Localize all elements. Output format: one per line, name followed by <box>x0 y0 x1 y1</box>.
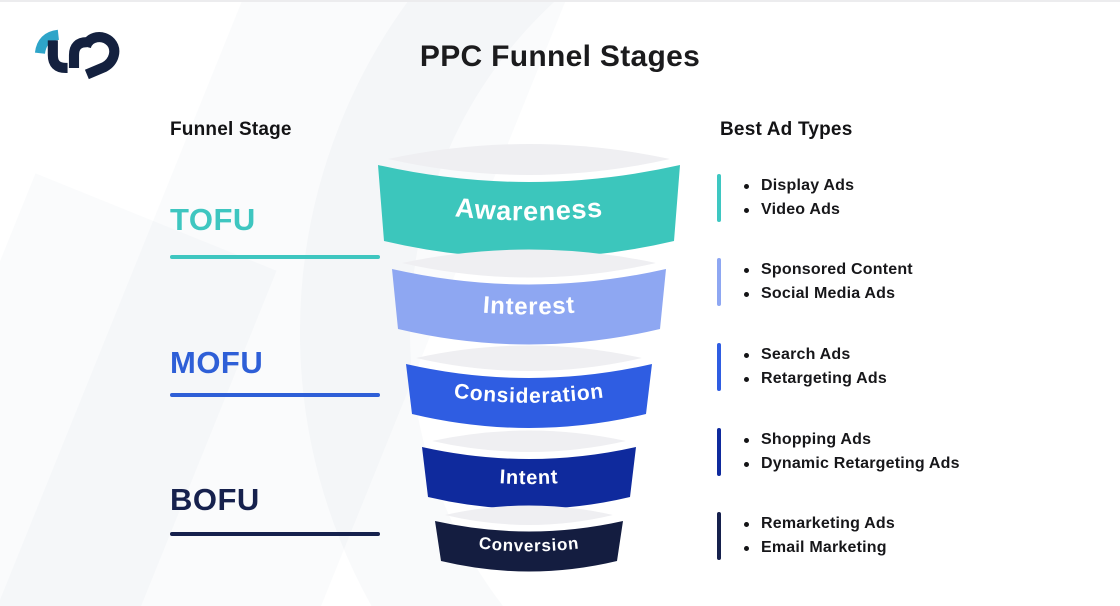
accent-bar <box>717 343 721 391</box>
list-item: Video Ads <box>744 198 854 222</box>
stage-top-lens <box>388 144 670 175</box>
bofu-underline <box>170 532 380 536</box>
stage-label: Interest <box>482 292 576 321</box>
ad-type-label: Search Ads <box>761 346 851 363</box>
list-item: Email Marketing <box>744 536 895 560</box>
bullet-icon <box>744 545 749 551</box>
funnel-stage-column-header: Funnel Stage <box>170 119 292 140</box>
logo-t-stroke <box>47 40 68 74</box>
stage-label: Intent <box>499 466 559 489</box>
tofu-underline <box>170 255 380 259</box>
list-item: Display Ads <box>744 174 854 198</box>
ad-type-label: Dynamic Retargeting Ads <box>761 455 960 472</box>
bullet-icon <box>744 207 749 213</box>
bullet-icon <box>744 376 749 382</box>
bullet-icon <box>744 267 749 273</box>
ad-type-label: Email Marketing <box>761 539 887 556</box>
ad-type-label: Shopping Ads <box>761 431 872 448</box>
bullet-icon <box>744 183 749 189</box>
ad-type-label: Remarketing Ads <box>761 515 895 532</box>
funnel-stage-intent: Intent <box>422 430 636 509</box>
list-item: Search Ads <box>744 343 887 367</box>
accent-bar <box>717 174 721 222</box>
stage-band <box>392 269 666 345</box>
ad-group-interest: Sponsored Content Social Media Ads <box>717 258 913 306</box>
bullet-icon <box>744 521 749 527</box>
funnel-stage-interest: Interest <box>392 249 666 345</box>
tro-logo <box>34 29 120 80</box>
ad-group-bofu-conversion: Remarketing Ads Email Marketing <box>717 512 895 560</box>
stage-top-lens <box>402 249 656 278</box>
funnel-stage-consideration: Consideration <box>406 345 652 428</box>
list-item: Remarketing Ads <box>744 512 895 536</box>
mofu-underline <box>170 393 380 397</box>
logo-o-stroke <box>81 32 120 80</box>
stage-label: Awareness <box>454 192 604 226</box>
bullet-icon <box>744 291 749 297</box>
logo-teal-arc <box>34 29 60 55</box>
stage-label: Conversion <box>478 533 580 555</box>
stage-band <box>378 165 680 258</box>
ad-type-label: Sponsored Content <box>761 261 913 278</box>
stage-label-mofu: MOFU <box>170 345 264 380</box>
list-item: Retargeting Ads <box>744 367 887 391</box>
funnel-stage-awareness: Awareness <box>378 144 680 258</box>
stage-band <box>435 521 623 572</box>
stage-top-lens <box>445 505 613 525</box>
stage-label-tofu: TOFU <box>170 202 256 237</box>
ad-group-intent: Shopping Ads Dynamic Retargeting Ads <box>717 428 960 476</box>
list-item: Sponsored Content <box>744 258 913 282</box>
ad-group-mofu-consideration: Search Ads Retargeting Ads <box>717 343 887 391</box>
stage-band <box>422 447 636 509</box>
stage-top-lens <box>432 430 626 452</box>
accent-bar <box>717 512 721 560</box>
bullet-icon <box>744 461 749 467</box>
ad-type-label: Social Media Ads <box>761 285 896 302</box>
accent-bar <box>717 428 721 476</box>
list-item: Shopping Ads <box>744 428 960 452</box>
page-title: PPC Funnel Stages <box>419 40 701 73</box>
list-item: Dynamic Retargeting Ads <box>744 452 960 476</box>
ad-type-label: Retargeting Ads <box>761 370 887 387</box>
stage-label-bofu: BOFU <box>170 482 260 517</box>
ad-group-tofu-awareness: Display Ads Video Ads <box>717 174 854 222</box>
ad-type-label: Video Ads <box>761 201 841 218</box>
best-ad-types-column-header: Best Ad Types <box>720 119 853 140</box>
bullet-icon <box>744 437 749 443</box>
stage-band <box>406 364 652 428</box>
ad-type-label: Display Ads <box>761 177 855 194</box>
stage-top-lens <box>416 345 642 371</box>
bullet-icon <box>744 352 749 358</box>
funnel-stage-conversion: Conversion <box>435 505 623 572</box>
accent-bar <box>717 258 721 306</box>
list-item: Social Media Ads <box>744 282 913 306</box>
